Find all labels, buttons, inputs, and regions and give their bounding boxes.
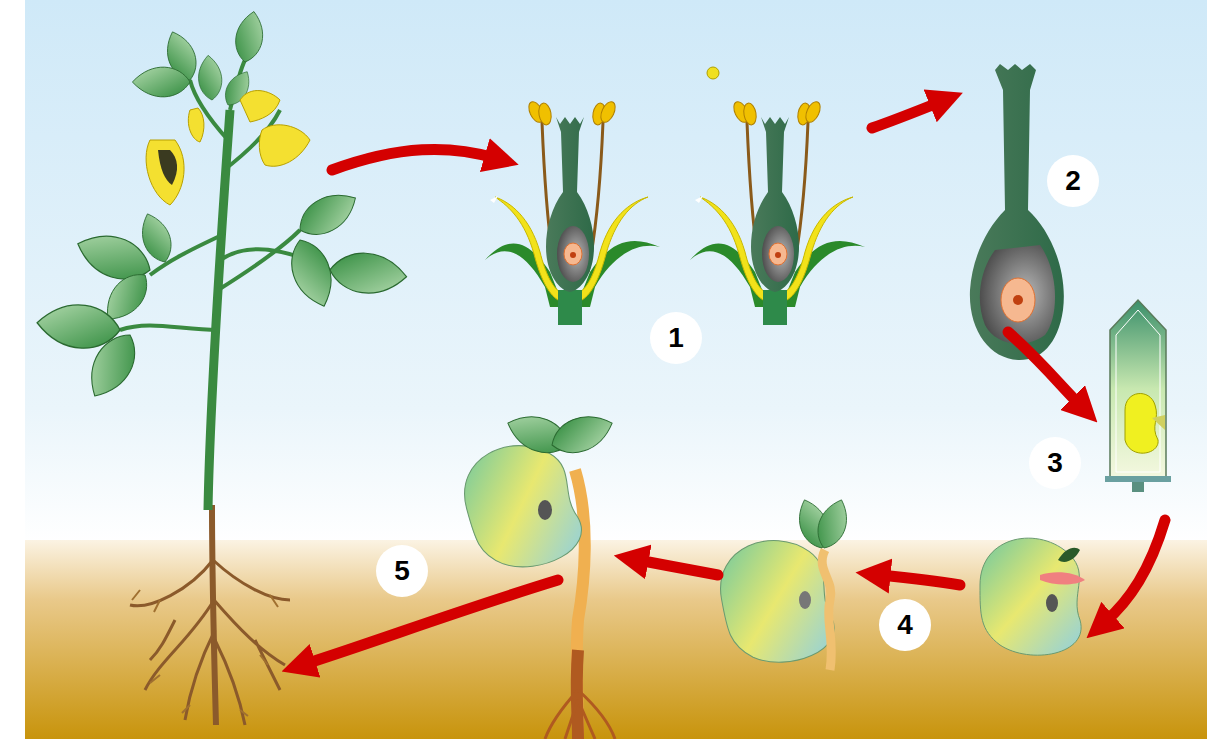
seed-pod: [1105, 300, 1171, 492]
callout-circle: 2: [1047, 155, 1099, 207]
callout-circle: 4: [879, 599, 931, 651]
callout-circle: 1: [650, 312, 702, 364]
cycle-arrows: [305, 102, 1165, 664]
seedling: [454, 408, 618, 739]
callout-number: 4: [897, 611, 913, 639]
callout-number: 3: [1047, 449, 1063, 477]
callout-number: 2: [1065, 167, 1081, 195]
germinating-seed: [713, 495, 854, 671]
callout-circle: 5: [376, 545, 428, 597]
callout-number: 1: [668, 324, 684, 352]
callout-number: 5: [394, 557, 410, 585]
enlarged-pistil: [970, 64, 1064, 360]
adult-plant: [35, 9, 408, 725]
seed: [980, 538, 1085, 655]
callout-circle: 3: [1029, 437, 1081, 489]
